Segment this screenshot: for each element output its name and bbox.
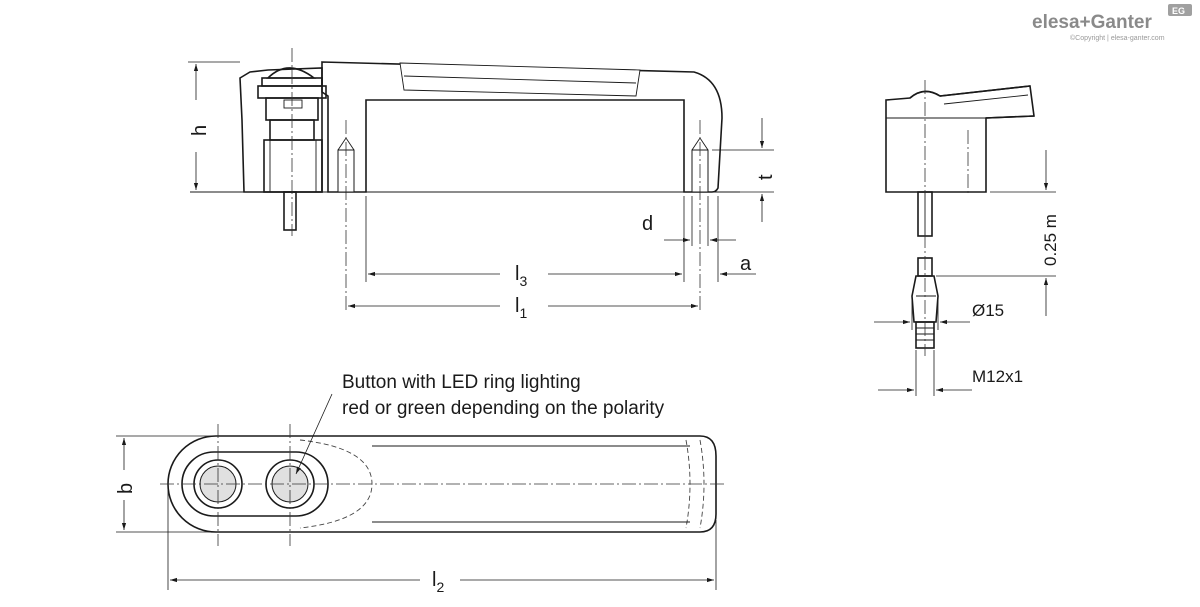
dimension-b: b bbox=[115, 435, 216, 533]
dimension-cable-length: 0.25 m bbox=[936, 150, 1060, 316]
label-t: t bbox=[755, 174, 777, 180]
label-h: h bbox=[189, 125, 211, 136]
top-view bbox=[160, 424, 726, 546]
label-diameter: Ø15 bbox=[972, 301, 1004, 320]
label-b: b bbox=[115, 483, 137, 494]
dimension-h: h bbox=[188, 61, 240, 190]
brand-name: elesa+Ganter bbox=[1032, 12, 1152, 33]
brand-badge-icon bbox=[1168, 4, 1192, 16]
annotation-line1: Button with LED ring lighting bbox=[342, 372, 581, 393]
button-annotation: Button with LED ring lighting red or gre… bbox=[295, 372, 665, 475]
dimension-l3: l3 bbox=[365, 196, 685, 289]
front-section-view bbox=[190, 48, 740, 312]
dimension-t: t bbox=[712, 118, 777, 222]
label-thread: M12x1 bbox=[972, 367, 1023, 386]
side-view bbox=[885, 80, 1035, 356]
cable-stub bbox=[283, 191, 297, 231]
label-a: a bbox=[740, 253, 752, 275]
label-cable-length: 0.25 m bbox=[1041, 214, 1060, 266]
handle-top-outline bbox=[167, 435, 717, 533]
dimension-diameter: Ø15 bbox=[874, 300, 1004, 330]
label-l1: l1 bbox=[515, 295, 527, 321]
label-l3: l3 bbox=[515, 263, 527, 289]
label-d: d bbox=[642, 213, 653, 235]
dimension-d: d bbox=[642, 196, 736, 246]
annotation-line2: red or green depending on the polarity bbox=[342, 398, 665, 419]
brand-logo: elesa+Ganter EG ©Copyright | elesa-gante… bbox=[1032, 4, 1192, 42]
dimension-thread: M12x1 bbox=[878, 350, 1023, 396]
label-l2: l2 bbox=[432, 569, 444, 595]
button-housing bbox=[239, 67, 323, 193]
brand-copyright: ©Copyright | elesa-ganter.com bbox=[1070, 34, 1165, 42]
dimension-l1: l1 bbox=[348, 295, 698, 321]
brand-badge: EG bbox=[1172, 6, 1185, 16]
dimension-a: a bbox=[717, 196, 756, 282]
button-bezel bbox=[181, 451, 329, 517]
dimension-l2: l2 bbox=[167, 486, 717, 595]
handle-section-body bbox=[321, 61, 723, 193]
